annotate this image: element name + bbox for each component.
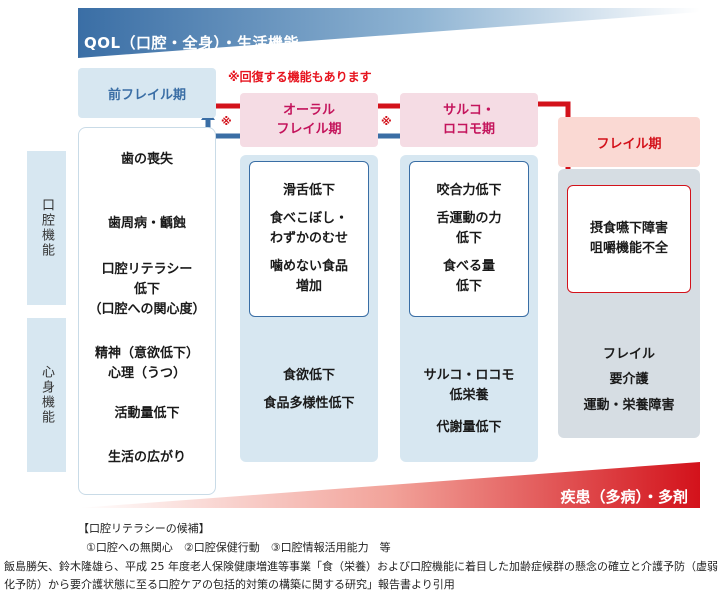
literacy-note-items: ①口腔への無関心 ②口腔保健行動 ③口腔情報活用能力 等 bbox=[86, 541, 391, 554]
recovery-mark-2: ※ bbox=[381, 115, 392, 128]
disease-banner: 疾患（多病）・多剤 bbox=[560, 487, 688, 506]
oral-frail-symptom-box: 滑舌低下 食べこぼし・ わずかのむせ 噛めない食品 増加 bbox=[249, 161, 369, 317]
item-periodontal: 歯周病・齲蝕 bbox=[107, 216, 186, 231]
pre-frail-panel bbox=[78, 127, 216, 495]
qol-banner: QOL（口腔・全身）・生活機能 bbox=[84, 33, 300, 52]
frail-outcome: フレイル 要介護 運動・栄養障害 bbox=[583, 347, 675, 413]
sarco-outcome: サルコ・ロコモ 低栄養 代謝量低下 bbox=[423, 368, 515, 436]
item-oral-literacy: 口腔リテラシー 低下 （口腔への関心度） bbox=[88, 262, 206, 318]
stage-sarco-locomo: サルコ・ロコモ期 bbox=[400, 93, 538, 147]
stage-frail: フレイル期 bbox=[558, 117, 700, 167]
disease-wedge bbox=[78, 462, 700, 508]
item-tooth-loss: 歯の喪失 bbox=[120, 152, 173, 167]
frail-symptom-box: 摂食嚥下障害 咀嚼機能不全 bbox=[567, 185, 691, 293]
sarco-symptom-box: 咬合力低下 舌運動の力 低下 食べる量 低下 bbox=[409, 161, 529, 317]
stage-oral-frail: オーラルフレイル期 bbox=[240, 93, 378, 147]
side-label-body-function: 心身機能 bbox=[27, 318, 66, 472]
item-life-range: 生活の広がり bbox=[107, 450, 186, 465]
item-mental: 精神（意欲低下） 心理（うつ） bbox=[94, 346, 199, 382]
recovery-note: ※回復する機能もあります bbox=[228, 70, 372, 84]
oral-frail-outcome: 食欲低下 食品多様性低下 bbox=[263, 368, 355, 412]
item-activity: 活動量低下 bbox=[114, 406, 180, 421]
literacy-note-title: 【口腔リテラシーの候補】 bbox=[78, 522, 210, 535]
side-label-oral-function: 口腔機能 bbox=[27, 151, 66, 305]
stage-pre-frail: 前フレイル期 bbox=[78, 68, 216, 118]
citation: 飯島勝矢、鈴木隆雄ら、平成 25 年度老人保険健康増進等事業「食（栄養）および口… bbox=[4, 560, 718, 591]
qol-wedge bbox=[78, 8, 700, 58]
recovery-mark-1: ※ bbox=[221, 115, 232, 128]
